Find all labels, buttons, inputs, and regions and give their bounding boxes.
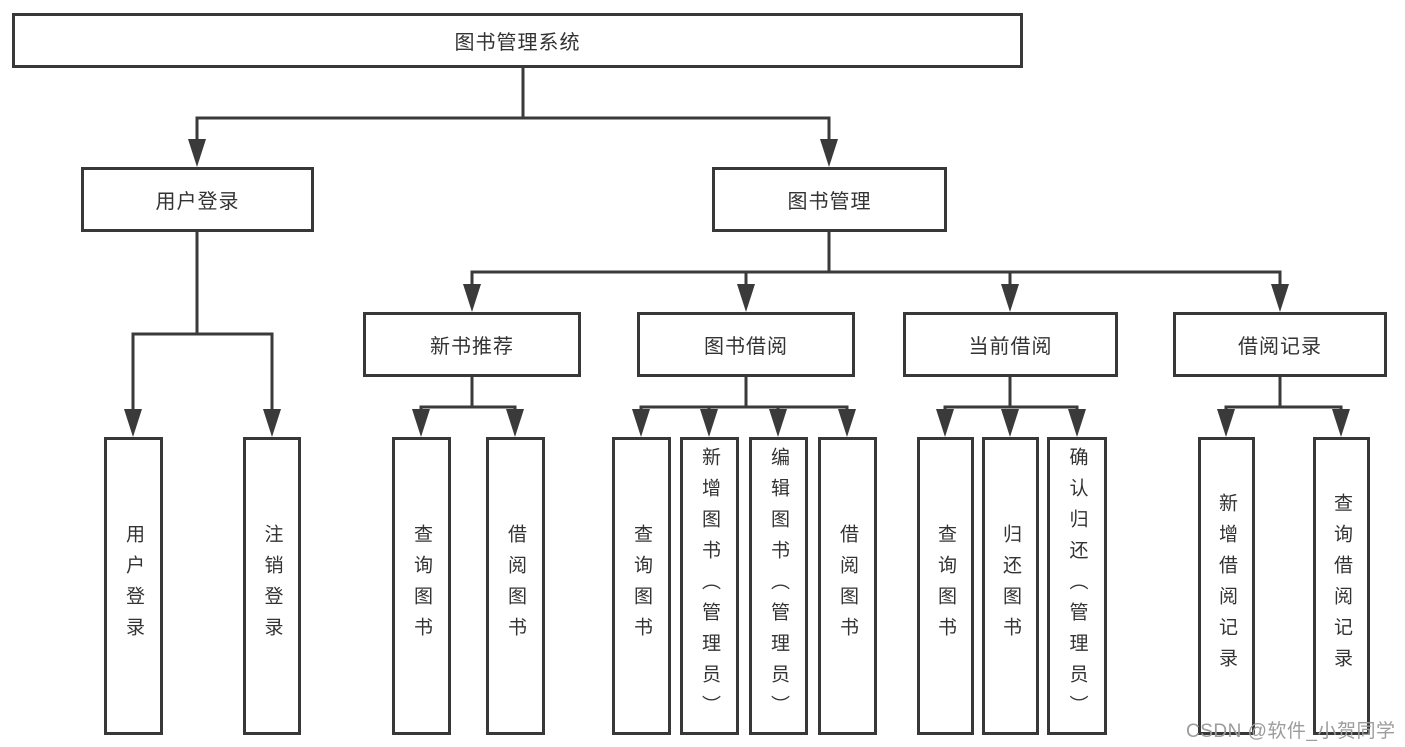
connector-borrowrecords-to-leaves bbox=[1217, 375, 1350, 437]
leaf-add-borrow-record: 新增借阅记录 bbox=[1198, 437, 1255, 735]
leaf-user-login: 用户登录 bbox=[104, 437, 163, 735]
leaf-edit-book-admin-label: 编辑图书（管理员） bbox=[768, 446, 789, 726]
watermark: CSDN @软件_小贺同学 bbox=[1186, 721, 1396, 742]
leaf-add-borrow-record-label: 新增借阅记录 bbox=[1216, 493, 1237, 679]
leaf-return-book-label: 归还图书 bbox=[1000, 524, 1021, 648]
leaf-query-borrow-record-label: 查询借阅记录 bbox=[1331, 493, 1352, 679]
leaf-borrow-book-recommend: 借阅图书 bbox=[486, 437, 545, 735]
node-user-login: 用户登录 bbox=[81, 167, 314, 232]
leaf-query-book-recommend: 查询图书 bbox=[392, 437, 451, 735]
node-root-label: 图书管理系统 bbox=[454, 32, 581, 54]
leaf-add-book-admin: 新增图书（管理员） bbox=[680, 437, 739, 735]
connector-newbook-to-leaves bbox=[412, 375, 524, 437]
node-borrow-records-label: 借阅记录 bbox=[1238, 336, 1322, 358]
leaf-query-book-current: 查询图书 bbox=[917, 437, 974, 735]
leaf-borrow-book-label: 借阅图书 bbox=[837, 524, 858, 648]
connector-userlogin-to-leaves bbox=[124, 230, 281, 437]
leaf-return-book: 归还图书 bbox=[982, 437, 1039, 735]
node-root: 图书管理系统 bbox=[12, 13, 1023, 68]
node-book-management: 图书管理 bbox=[712, 167, 947, 232]
node-borrow-records: 借阅记录 bbox=[1173, 312, 1387, 377]
leaf-borrow-book: 借阅图书 bbox=[818, 437, 877, 735]
node-book-borrow-label: 图书借阅 bbox=[704, 336, 788, 358]
leaf-query-book-current-label: 查询图书 bbox=[935, 524, 956, 648]
node-new-book-recommend-label: 新书推荐 bbox=[430, 336, 514, 358]
leaf-logout-label: 注销登录 bbox=[261, 524, 283, 648]
connector-bookborrow-to-leaves bbox=[632, 375, 856, 437]
leaf-edit-book-admin: 编辑图书（管理员） bbox=[749, 437, 808, 735]
node-new-book-recommend: 新书推荐 bbox=[363, 312, 581, 377]
connector-currentborrow-to-leaves bbox=[936, 375, 1086, 437]
node-user-login-label: 用户登录 bbox=[155, 191, 240, 213]
node-current-borrow-label: 当前借阅 bbox=[968, 336, 1053, 358]
leaf-add-book-admin-label: 新增图书（管理员） bbox=[699, 446, 720, 726]
node-current-borrow: 当前借阅 bbox=[903, 312, 1118, 377]
leaf-query-borrow-record: 查询借阅记录 bbox=[1313, 437, 1370, 735]
node-book-management-label: 图书管理 bbox=[787, 191, 872, 213]
connector-root-to-level2 bbox=[188, 66, 838, 167]
leaf-query-book-borrow: 查询图书 bbox=[612, 437, 671, 735]
leaf-query-book-recommend-label: 查询图书 bbox=[411, 524, 432, 648]
leaf-borrow-book-recommend-label: 借阅图书 bbox=[505, 524, 526, 648]
leaf-query-book-borrow-label: 查询图书 bbox=[631, 524, 652, 648]
leaf-confirm-return-admin-label: 确认归还（管理员） bbox=[1066, 446, 1088, 726]
leaf-logout: 注销登录 bbox=[243, 437, 301, 735]
leaf-user-login-label: 用户登录 bbox=[123, 524, 144, 648]
leaf-confirm-return-admin: 确认归还（管理员） bbox=[1047, 437, 1107, 735]
connector-bookmgmt-to-level3 bbox=[463, 230, 1289, 312]
node-book-borrow: 图书借阅 bbox=[637, 312, 855, 377]
